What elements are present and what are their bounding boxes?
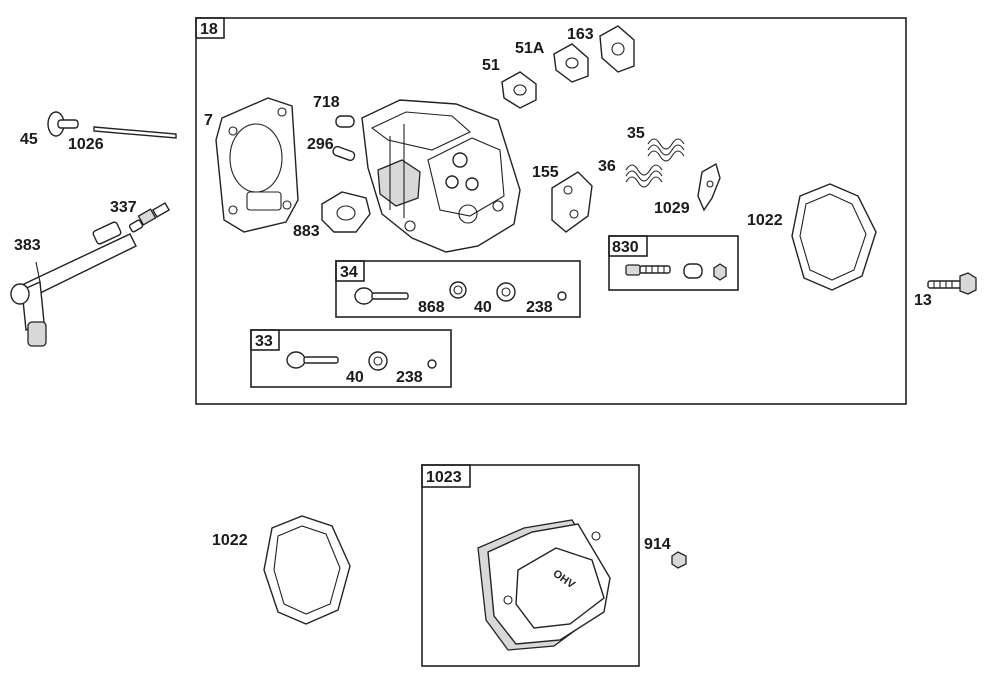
part-label-337: 337 bbox=[110, 199, 137, 216]
part-label-36: 36 bbox=[598, 158, 616, 175]
part-label-7: 7 bbox=[204, 112, 213, 129]
part-label-868: 868 bbox=[418, 299, 445, 316]
intake-gasket-drawing bbox=[321, 191, 371, 233]
spring-retainer-2-drawing bbox=[368, 351, 388, 371]
valve-seal-drawing bbox=[449, 281, 467, 299]
part-label-238-b: 238 bbox=[396, 369, 423, 386]
head-gasket-drawing bbox=[215, 97, 299, 233]
part-label-383: 383 bbox=[14, 237, 41, 254]
part-label-718: 718 bbox=[313, 94, 340, 111]
part-label-1029: 1029 bbox=[654, 200, 690, 217]
breather-tube-drawing bbox=[47, 111, 79, 137]
pin-drawing bbox=[332, 145, 356, 162]
spark-plug-wrench-drawing bbox=[10, 221, 137, 347]
carb-gasket-drawing bbox=[501, 71, 537, 109]
valve-keeper-drawing bbox=[557, 291, 567, 301]
cover-bolt-drawing bbox=[927, 272, 977, 295]
part-label-40: 40 bbox=[474, 299, 492, 316]
part-label-1022: 1022 bbox=[747, 212, 783, 229]
rocker-stud-drawing bbox=[625, 264, 671, 276]
valve-cover-gasket-drawing bbox=[791, 183, 877, 291]
part-label-40-b: 40 bbox=[346, 369, 364, 386]
part-label-1022-b: 1022 bbox=[212, 532, 248, 549]
intake-valve-drawing bbox=[286, 351, 339, 369]
valve-cover-drawing: OHV bbox=[477, 519, 611, 651]
spark-plug-drawing bbox=[128, 202, 171, 233]
valve-cover-gasket-2-drawing bbox=[263, 515, 351, 625]
part-label-35: 35 bbox=[627, 125, 645, 142]
valve-spring-drawing bbox=[647, 138, 685, 162]
push-rod-drawing bbox=[93, 126, 177, 139]
part-label-163: 163 bbox=[567, 26, 594, 43]
dowel-pin-drawing bbox=[335, 115, 355, 128]
group-tag-34: 34 bbox=[340, 264, 358, 281]
part-label-296: 296 bbox=[307, 136, 334, 153]
part-label-883: 883 bbox=[293, 223, 320, 240]
part-label-51a: 51A bbox=[515, 40, 545, 57]
valve-spring-2-drawing bbox=[625, 164, 663, 188]
part-label-238: 238 bbox=[526, 299, 553, 316]
group-tag-830: 830 bbox=[612, 239, 639, 256]
group-tag-33: 33 bbox=[255, 333, 273, 350]
part-label-51: 51 bbox=[482, 57, 500, 74]
part-label-155: 155 bbox=[532, 164, 559, 181]
group-33: 33 bbox=[250, 329, 452, 388]
group-34: 34 bbox=[335, 260, 581, 318]
group-1023: 1023 bbox=[421, 464, 640, 667]
group-tag-1023: 1023 bbox=[426, 469, 462, 486]
spacer-gasket-drawing bbox=[553, 43, 589, 83]
guide-plate-drawing bbox=[551, 171, 593, 233]
group-tag-18: 18 bbox=[200, 21, 218, 38]
air-gasket-drawing bbox=[599, 25, 635, 73]
pivot-drawing bbox=[683, 263, 703, 279]
group-18: 18 bbox=[195, 17, 907, 405]
spring-retainer-drawing bbox=[496, 282, 516, 302]
part-label-914: 914 bbox=[644, 536, 671, 553]
rocker-arm-drawing bbox=[697, 162, 721, 212]
adjust-nut-drawing bbox=[713, 263, 727, 281]
part-label-13: 13 bbox=[914, 292, 932, 309]
part-label-1026: 1026 bbox=[68, 136, 104, 153]
group-830: 830 bbox=[608, 235, 739, 291]
exhaust-valve-drawing bbox=[354, 287, 409, 305]
part-label-45: 45 bbox=[20, 131, 38, 148]
cylinder-head-drawing bbox=[361, 99, 521, 253]
screw-drawing bbox=[671, 551, 687, 569]
valve-keeper-2-drawing bbox=[427, 359, 437, 369]
